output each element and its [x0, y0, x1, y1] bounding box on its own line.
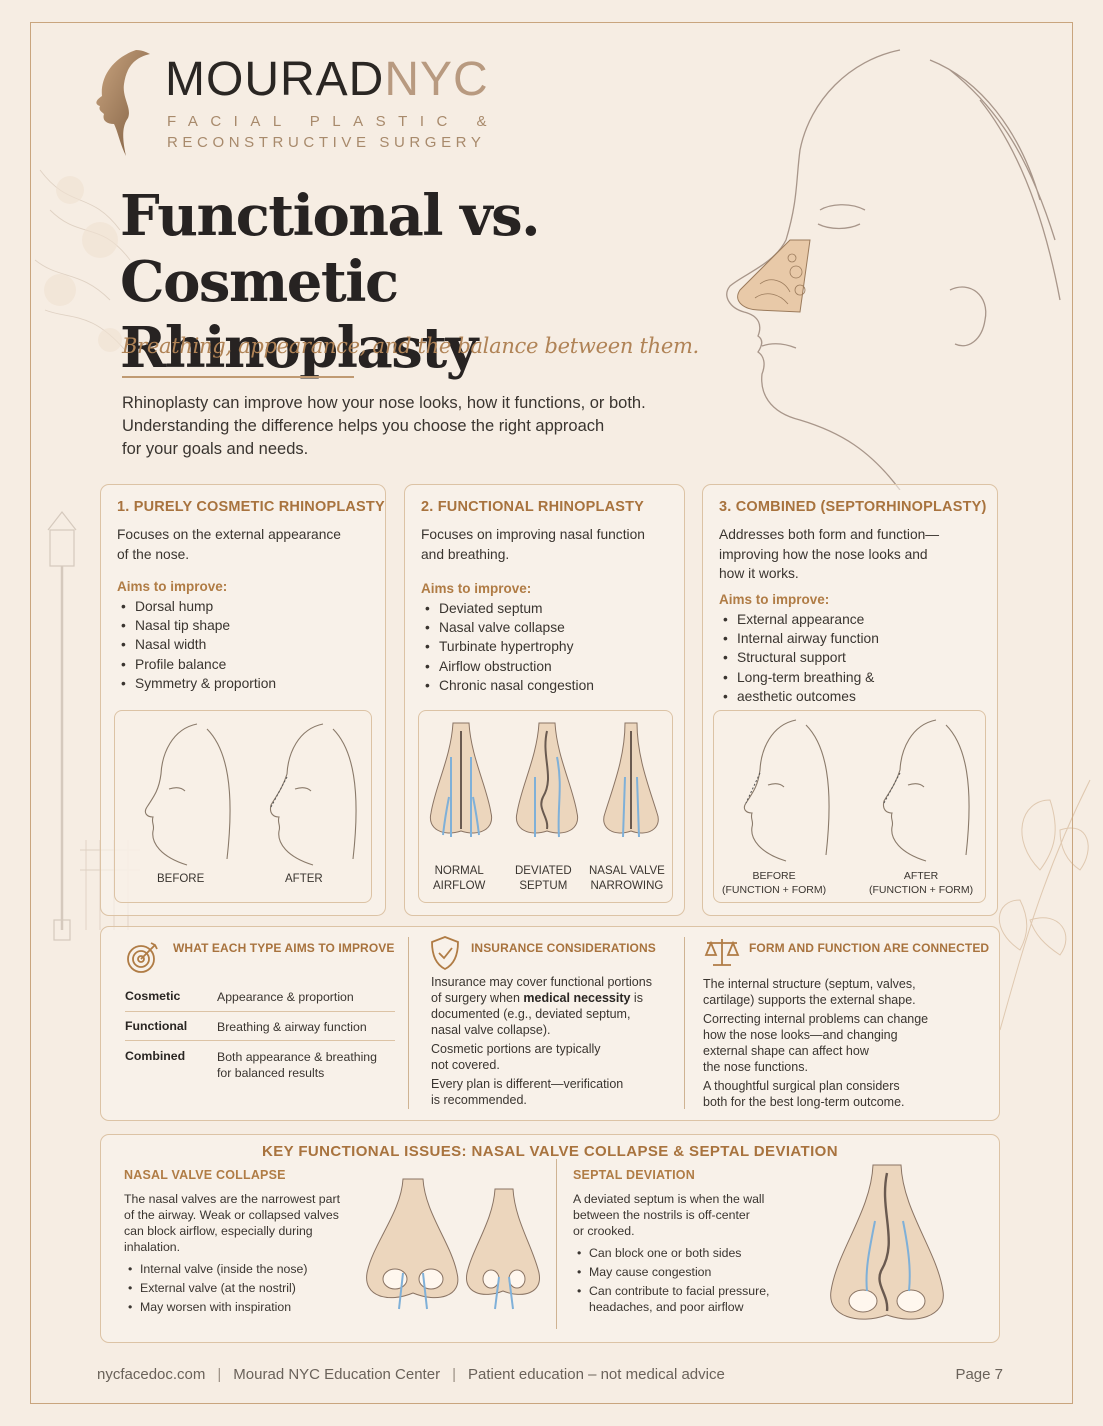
nose-deviated-septum-illustration: [515, 722, 579, 838]
column-divider: [684, 937, 685, 1109]
footer-site-link[interactable]: nycfacedoc.com: [97, 1366, 206, 1383]
card-cosmetic: 1. PURELY COSMETIC RHINOPLASTY Focuses o…: [100, 484, 386, 916]
section-title: KEY FUNCTIONAL ISSUES: NASAL VALVE COLLA…: [262, 1143, 838, 1160]
row-divider: [125, 1040, 395, 1041]
aims-list: External appearance Internal airway func…: [721, 610, 879, 706]
septal-title: SEPTAL DEVIATION: [573, 1168, 695, 1182]
card-title: 2. FUNCTIONAL RHINOPLASTY: [421, 499, 645, 515]
balance-scale-icon: [704, 939, 740, 966]
aims-list: Dorsal hump Nasal tip shape Nasal width …: [119, 597, 276, 693]
page-number: Page 7: [955, 1366, 1003, 1383]
list-item: Long-term breathing &: [721, 668, 879, 687]
intro-text: Rhinoplasty can improve how your nose lo…: [122, 394, 646, 458]
band-col-title: FORM AND FUNCTION ARE CONNECTED: [749, 941, 990, 955]
card-combined: 3. COMBINED (SEPTORHINOPLASTY) Addresses…: [702, 484, 998, 916]
profile-before-illustration: [144, 723, 231, 866]
caption-after: AFTER(FUNCTION + FORM): [869, 870, 974, 896]
target-icon: [127, 942, 158, 973]
form-function-text: The internal structure (septum, valves,c…: [703, 977, 929, 1109]
brand-name: MOURADNYC: [165, 53, 489, 106]
list-item: Symmetry & proportion: [119, 674, 276, 693]
profile-before-illustration: [743, 719, 830, 862]
card-title: 1. PURELY COSMETIC RHINOPLASTY: [117, 499, 385, 515]
list-item: Profile balance: [119, 655, 276, 674]
caption-before: BEFORE: [157, 873, 205, 885]
logo-icon: [96, 50, 150, 156]
band-col-title: WHAT EACH TYPE AIMS TO IMPROVE: [173, 941, 395, 955]
aims-label: Aims to improve:: [421, 581, 532, 596]
list-item: Can block one or both sides: [573, 1245, 813, 1261]
caption-before: BEFORE(FUNCTION + FORM): [722, 870, 827, 896]
septal-deviation-illustration: [830, 1164, 944, 1320]
list-item: Nasal tip shape: [119, 616, 276, 635]
street-lamp-illustration: [34, 169, 140, 941]
face-profile-illustration: [726, 49, 1061, 490]
list-item: Turbinate hypertrophy: [423, 637, 594, 656]
list-item: Nasal valve collapse: [423, 618, 594, 637]
valve-list: Internal valve (inside the nose) Externa…: [124, 1261, 364, 1318]
valve-title: NASAL VALVE COLLAPSE: [124, 1168, 286, 1182]
caption-after: AFTER: [285, 873, 323, 885]
column-divider: [556, 1159, 557, 1329]
page-subtitle: Breathing, appearance, and the balance b…: [122, 334, 699, 358]
shield-check-icon: [431, 936, 459, 971]
aims-label: Aims to improve:: [719, 592, 830, 607]
aims-list: Deviated septum Nasal valve collapse Tur…: [423, 599, 594, 695]
nose-normal-airflow-illustration: [429, 722, 493, 837]
column-divider: [408, 937, 409, 1109]
list-item: Airflow obstruction: [423, 657, 594, 676]
list-item: Chronic nasal congestion: [423, 676, 594, 695]
brand-subline-1: FACIAL PLASTIC &: [167, 113, 499, 130]
card-functional: 2. FUNCTIONAL RHINOPLASTY Focuses on imp…: [404, 484, 685, 916]
footer-center: Mourad NYC Education Center: [233, 1366, 441, 1383]
aims-label: Aims to improve:: [117, 579, 228, 594]
list-item: May worsen with inspiration: [124, 1299, 364, 1315]
list-item: External valve (at the nostril): [124, 1280, 364, 1296]
list-item: Nasal width: [119, 635, 276, 654]
septal-list: Can block one or both sides May cause co…: [573, 1245, 813, 1318]
list-item: Internal valve (inside the nose): [124, 1261, 364, 1277]
key-issues-section: KEY FUNCTIONAL ISSUES: NASAL VALVE COLLA…: [100, 1134, 1000, 1343]
list-item: Internal airway function: [721, 629, 879, 648]
list-item: External appearance: [721, 610, 879, 629]
row-divider: [125, 1011, 395, 1012]
profile-after-illustration: [882, 719, 970, 862]
list-item: Can contribute to facial pressure,headac…: [573, 1283, 813, 1315]
page-frame: [30, 22, 1073, 1404]
list-item: Dorsal hump: [119, 597, 276, 616]
band-col-title: INSURANCE CONSIDERATIONS: [471, 941, 656, 955]
page-title: Functional vs. Cosmetic Rhinoplasty: [120, 183, 541, 381]
list-item: aesthetic outcomes: [721, 687, 879, 706]
brand-subline-2: RECONSTRUCTIVE SURGERY: [167, 134, 486, 151]
before-after-illustration: BEFORE(FUNCTION + FORM) AFTER(FUNCTION +…: [713, 710, 986, 903]
list-item: Structural support: [721, 648, 879, 667]
nose-valve-narrowing-illustration: [603, 722, 659, 838]
before-after-illustration: BEFORE AFTER: [114, 710, 372, 903]
footer-note: Patient education – not medical advice: [467, 1366, 725, 1383]
card-title: 3. COMBINED (SEPTORHINOPLASTY): [719, 499, 987, 515]
nasal-valve-illustration: [366, 1178, 540, 1310]
list-item: Deviated septum: [423, 599, 594, 618]
subtitle-rule: [122, 376, 354, 378]
card-description: Addresses both form and function—improvi…: [719, 527, 940, 581]
list-item: May cause congestion: [573, 1264, 813, 1280]
profile-after-illustration: [269, 723, 357, 866]
leaf-branch-illustration: [998, 779, 1091, 1031]
footer: nycfacedoc.com|Mourad NYC Education Cent…: [97, 1366, 725, 1383]
